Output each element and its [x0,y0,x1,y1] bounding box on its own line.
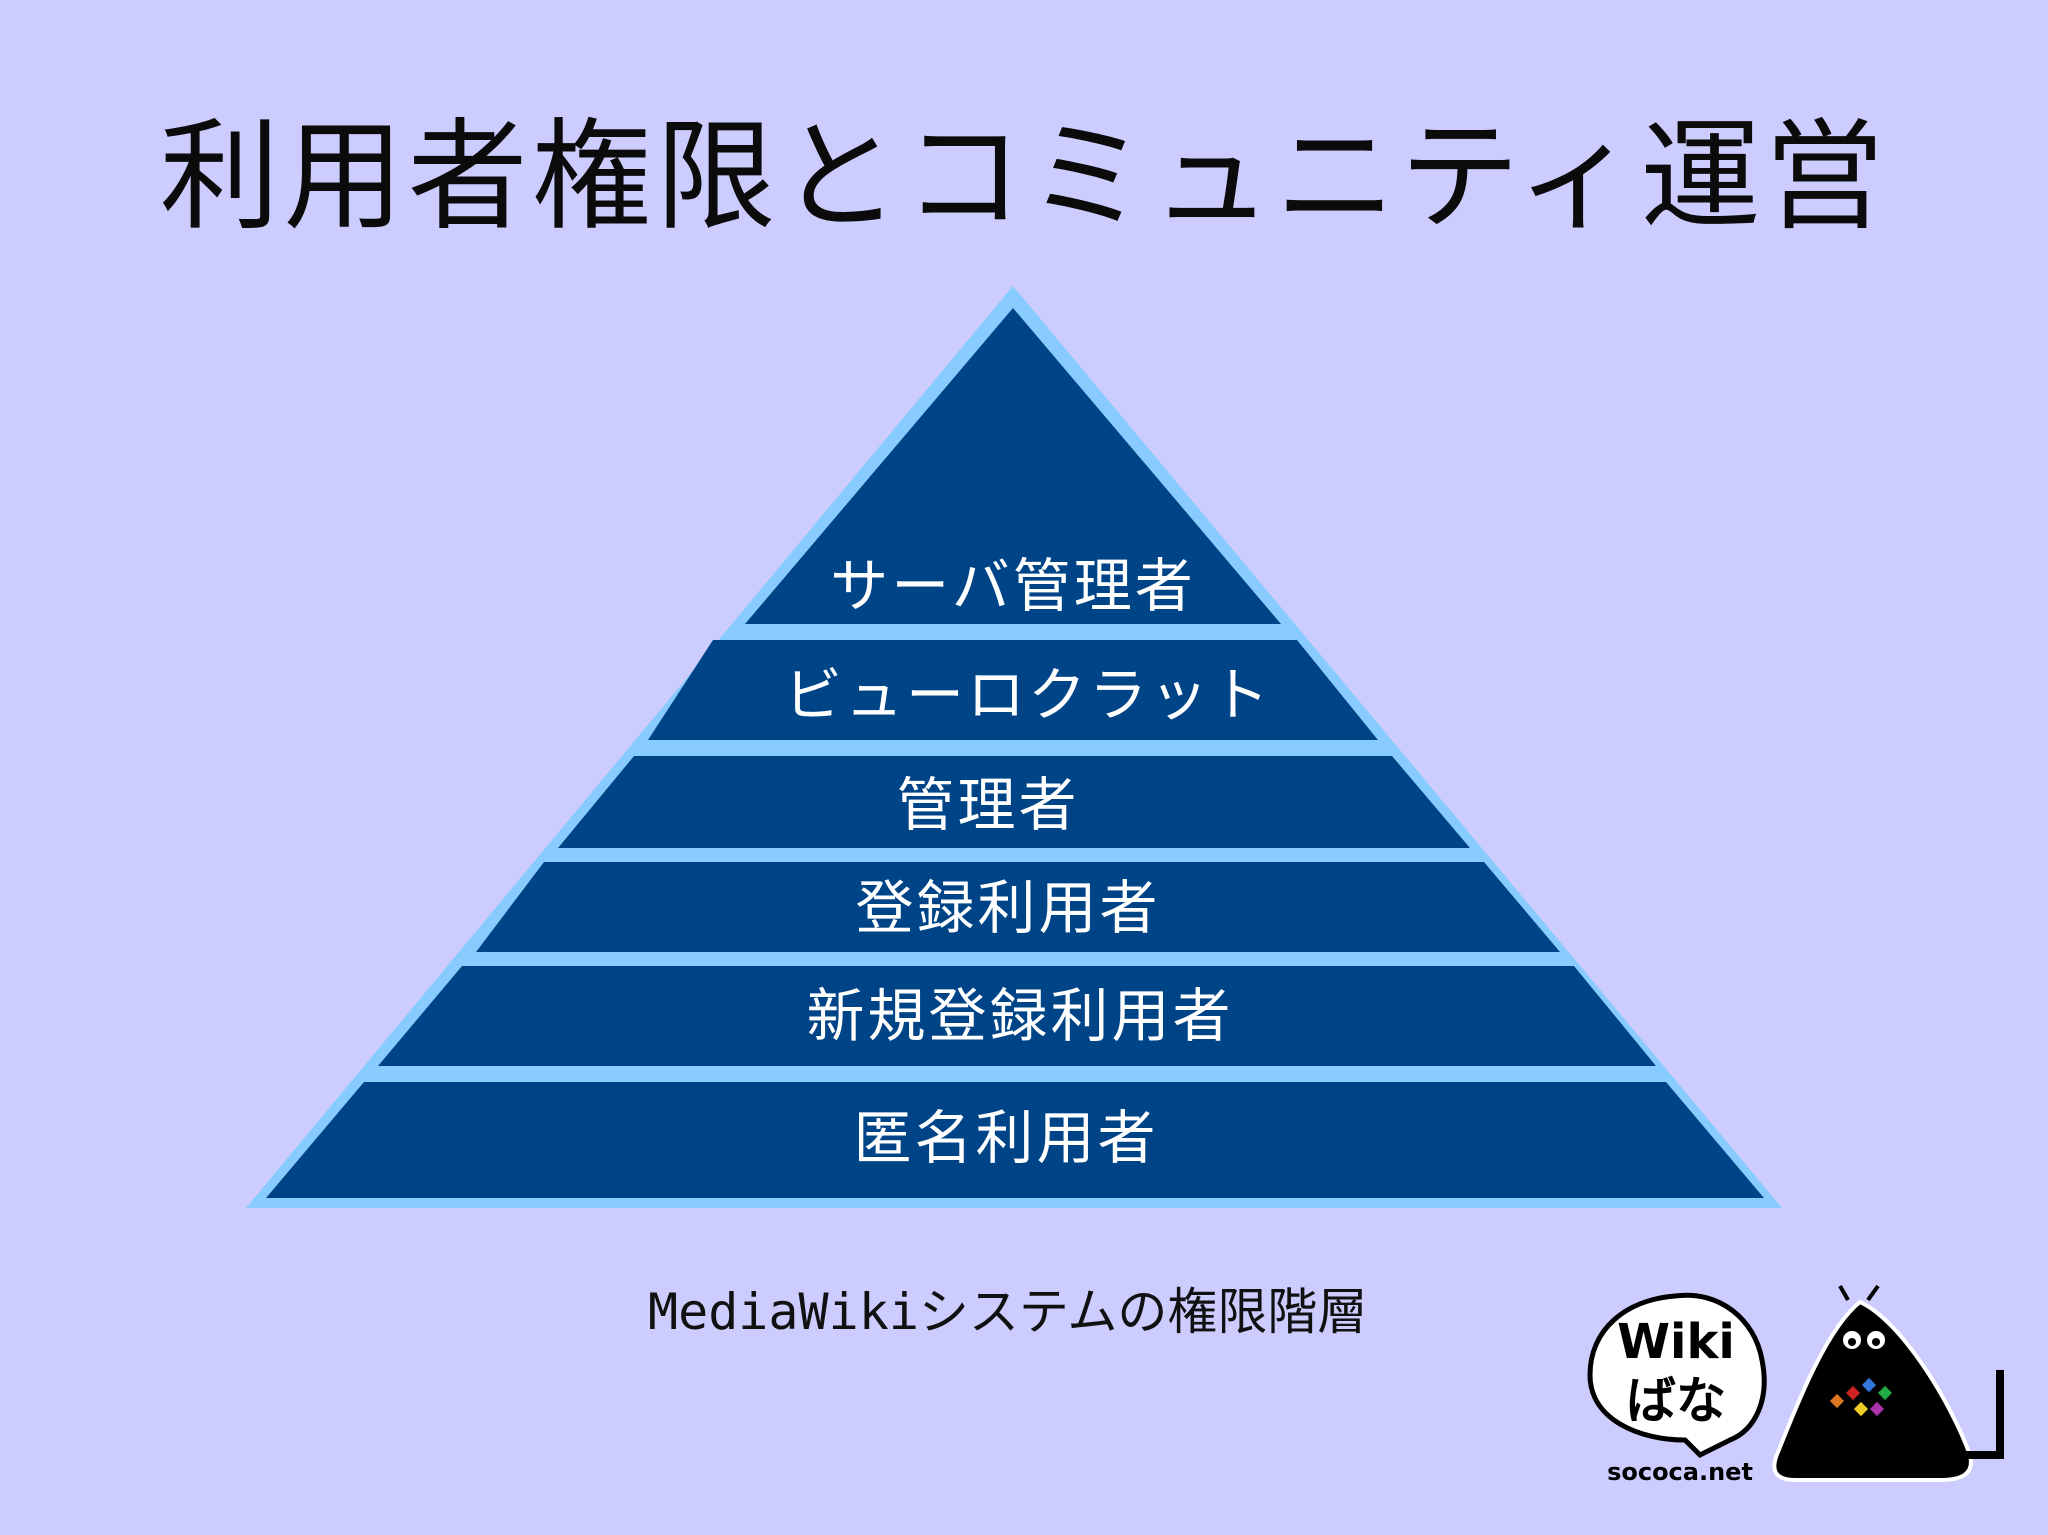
level-label-registered: 登録利用者 [855,874,1160,942]
logo-bana-text: ばな [1626,1372,1726,1430]
logo-site-text: sococa.net [1607,1458,1753,1486]
pyramid-level-1: ビューロクラット [648,640,1378,740]
page-title: 利用者権限とコミュニティ運営 [159,108,1889,247]
level-label-new-registered: 新規登録利用者 [806,982,1233,1050]
pyramid-level-5: 匿名利用者 [266,1082,1764,1198]
speech-bubble-icon [1587,1292,1767,1459]
onigiri-mascot-icon [1772,1284,2004,1482]
level-label-anonymous: 匿名利用者 [853,1104,1158,1172]
wikibana-logo: Wiki ばな sococa.net [1587,1284,2004,1486]
level-label-admin: 管理者 [896,771,1079,839]
logo-wiki-text: Wiki [1617,1314,1735,1370]
level-label-server-admin: サーバ管理者 [830,552,1195,620]
pyramid-level-0: サーバ管理者 [745,308,1281,624]
pyramid-level-2: 管理者 [558,756,1470,848]
pyramid-level-4: 新規登録利用者 [378,966,1656,1066]
level-label-bureaucrat: ビューロクラット [784,661,1272,729]
diagram-caption: MediaWikiシステムの権限階層 [648,1283,1368,1341]
pyramid-level-3: 登録利用者 [476,862,1560,952]
